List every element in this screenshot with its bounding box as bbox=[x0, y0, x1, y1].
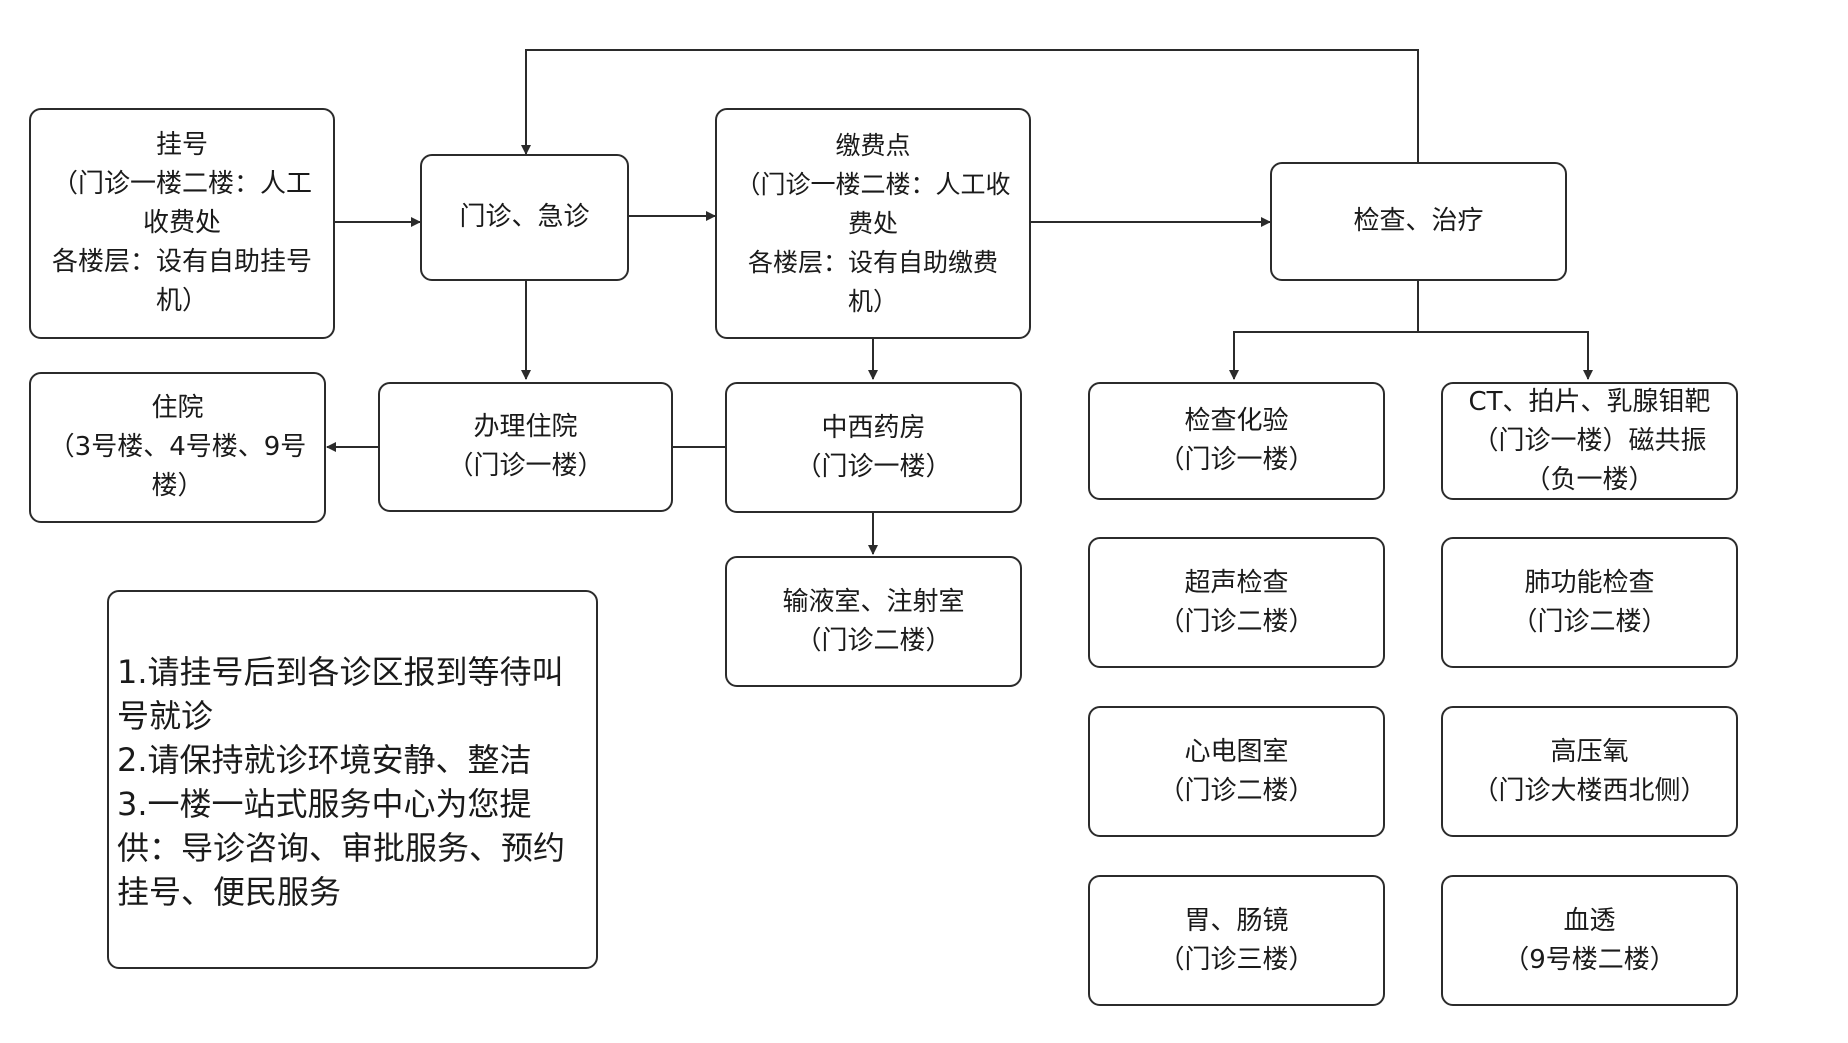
arrow-exam-to-ct bbox=[1418, 331, 1593, 380]
admission-title: 办理住院 bbox=[473, 412, 578, 442]
pharmacy-location: （门诊一楼） bbox=[795, 451, 952, 482]
ultrasound-title: 超声检查 bbox=[1184, 567, 1289, 598]
payment-line-2: （门诊一楼二楼：人工收 bbox=[735, 170, 1011, 199]
ecg-room-title: 心电图室 bbox=[1184, 736, 1289, 767]
payment-line-3: 费处 bbox=[847, 209, 898, 238]
hyperbaric-oxygen-title: 高压氧 bbox=[1550, 736, 1629, 767]
payment-title: 缴费点 bbox=[835, 131, 911, 160]
pharmacy-box: 中西药房 （门诊一楼） bbox=[725, 382, 1022, 513]
admission-location: （门诊一楼） bbox=[447, 451, 604, 481]
dialysis-title: 血透 bbox=[1563, 905, 1616, 936]
ecg-room-box: 心电图室 （门诊二楼） bbox=[1088, 706, 1385, 837]
endoscopy-location: （门诊三楼） bbox=[1158, 944, 1315, 975]
lung-function-location: （门诊二楼） bbox=[1511, 606, 1668, 637]
registration-line-5: 机） bbox=[155, 286, 208, 316]
payment-line-4: 各楼层：设有自助缴费 bbox=[747, 248, 998, 277]
payment-line-5: 机） bbox=[847, 287, 898, 316]
ct-imaging-box: CT、拍片、乳腺钼靶 （门诊一楼）磁共振 （负一楼） bbox=[1441, 382, 1738, 500]
outpatient-emergency-label: 门诊、急诊 bbox=[459, 202, 590, 232]
infusion-injection-box: 输液室、注射室 （门诊二楼） bbox=[725, 556, 1022, 687]
exam-treatment-label: 检查、治疗 bbox=[1353, 206, 1484, 236]
registration-line-3: 收费处 bbox=[142, 208, 221, 238]
notice-box: 1.请挂号后到各诊区报到等待叫 号就诊 2.请保持就诊环境安静、整洁 3.一楼一… bbox=[107, 590, 598, 969]
infusion-location: （门诊二楼） bbox=[795, 625, 952, 656]
notice-line-1: 1.请挂号后到各诊区报到等待叫 bbox=[117, 653, 564, 691]
registration-title: 挂号 bbox=[155, 130, 208, 160]
endoscopy-box: 胃、肠镜 （门诊三楼） bbox=[1088, 875, 1385, 1006]
registration-line-2: （门诊一楼二楼：人工 bbox=[51, 169, 312, 199]
infusion-title: 输液室、注射室 bbox=[782, 586, 965, 617]
lung-function-box: 肺功能检查 （门诊二楼） bbox=[1441, 537, 1738, 668]
notice-line-5: 供：导诊咨询、审批服务、预约 bbox=[117, 829, 566, 867]
ct-imaging-line-2: （门诊一楼）磁共振 bbox=[1472, 425, 1707, 456]
notice-line-6: 挂号、便民服务 bbox=[117, 873, 342, 911]
lab-test-title: 检查化验 bbox=[1184, 406, 1289, 436]
admission-box: 办理住院 （门诊一楼） bbox=[378, 382, 673, 512]
registration-box: 挂号 （门诊一楼二楼：人工 收费处 各楼层：设有自助挂号 机） bbox=[29, 108, 335, 339]
hyperbaric-oxygen-box: 高压氧 （门诊大楼西北侧） bbox=[1441, 706, 1738, 837]
pharmacy-title: 中西药房 bbox=[821, 412, 926, 443]
inpatient-line-2: （3号楼、4号楼、9号 bbox=[48, 432, 307, 462]
ct-imaging-title: CT、拍片、乳腺钼靶 bbox=[1468, 386, 1711, 417]
notice-line-3: 2.请保持就诊环境安静、整洁 bbox=[117, 741, 532, 779]
ultrasound-location: （门诊二楼） bbox=[1158, 606, 1315, 637]
lung-function-title: 肺功能检查 bbox=[1524, 567, 1655, 598]
ultrasound-box: 超声检查 （门诊二楼） bbox=[1088, 537, 1385, 668]
inpatient-line-3: 楼） bbox=[151, 471, 204, 501]
dialysis-location: （9号楼二楼） bbox=[1503, 944, 1676, 975]
lab-test-box: 检查化验 （门诊一楼） bbox=[1088, 382, 1385, 500]
arrow-exam-return-to-clinic bbox=[521, 49, 1419, 162]
notice-line-2: 号就诊 bbox=[117, 697, 214, 735]
lab-test-location: （门诊一楼） bbox=[1158, 445, 1315, 475]
notice-line-4: 3.一楼一站式服务中心为您提 bbox=[117, 785, 532, 823]
endoscopy-title: 胃、肠镜 bbox=[1184, 905, 1289, 936]
exam-treatment-box: 检查、治疗 bbox=[1270, 162, 1567, 281]
ct-imaging-line-3: （负一楼） bbox=[1524, 464, 1655, 495]
arrow-exam-to-lab bbox=[1229, 281, 1419, 380]
outpatient-emergency-box: 门诊、急诊 bbox=[420, 154, 629, 281]
payment-point-box: 缴费点 （门诊一楼二楼：人工收 费处 各楼层：设有自助缴费 机） bbox=[715, 108, 1031, 339]
registration-line-4: 各楼层：设有自助挂号 bbox=[51, 247, 312, 277]
ecg-room-location: （门诊二楼） bbox=[1158, 775, 1315, 806]
hyperbaric-oxygen-location: （门诊大楼西北侧） bbox=[1472, 775, 1707, 806]
inpatient-box: 住院 （3号楼、4号楼、9号 楼） bbox=[29, 372, 326, 523]
inpatient-title: 住院 bbox=[151, 393, 204, 423]
dialysis-box: 血透 （9号楼二楼） bbox=[1441, 875, 1738, 1006]
